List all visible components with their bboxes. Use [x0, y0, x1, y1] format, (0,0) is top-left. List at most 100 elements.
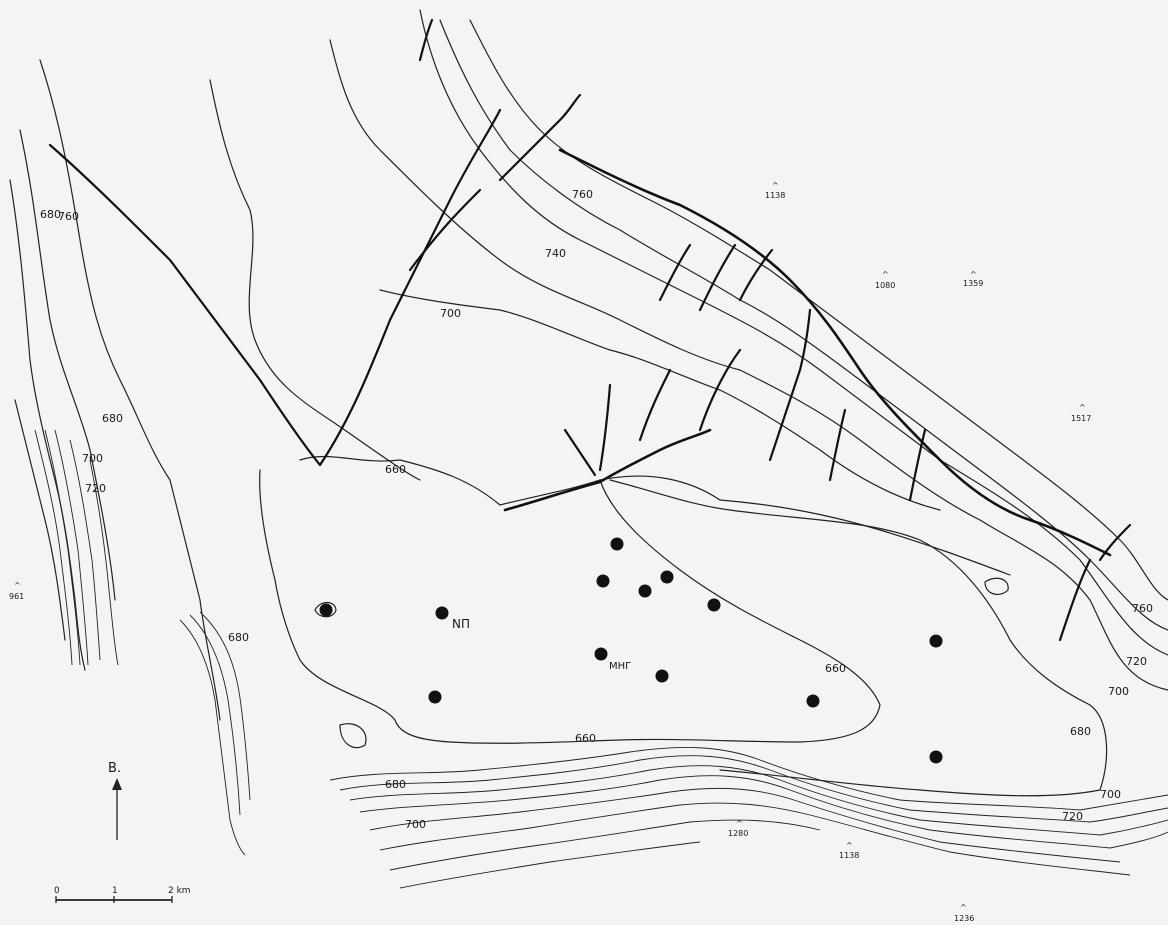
- contour-label: 720: [1062, 810, 1083, 823]
- south-ridge-2: [339, 755, 1168, 823]
- north-label: B.: [108, 761, 121, 776]
- contour-label: 660: [385, 463, 406, 476]
- contour-label: 700: [405, 818, 426, 831]
- site-dot[interactable]: [806, 694, 820, 708]
- contour-west-720: [9, 179, 86, 671]
- triangle-icon: ^: [970, 270, 977, 279]
- stream-north-b: [498, 93, 582, 182]
- west-ridge-6: [54, 429, 89, 666]
- scale-tick-1: 1: [112, 886, 118, 896]
- site-dot[interactable]: [319, 603, 333, 617]
- svg-text:1138: 1138: [765, 191, 785, 200]
- stream-east-1: [598, 383, 612, 472]
- spot-height-1517: ^ 1517: [1071, 403, 1091, 423]
- contour-label: 700: [82, 452, 103, 465]
- triangle-icon: ^: [772, 181, 779, 190]
- contour-label: 760: [58, 210, 79, 223]
- site-dot[interactable]: [655, 669, 669, 683]
- west-ridge-2: [189, 614, 241, 816]
- site-label-np: ΝΠ: [452, 617, 470, 631]
- north-scarp-edge: [558, 148, 1112, 557]
- contour-islet: [984, 577, 1009, 596]
- stream-north-a: [408, 188, 482, 272]
- contour-label: 660: [825, 662, 846, 675]
- west-ridge-1: [179, 619, 246, 856]
- south-ridge-4: [359, 775, 1168, 849]
- site-dot-mng[interactable]: [594, 647, 608, 661]
- contour-700-inner: [379, 289, 941, 511]
- south-ridge-5: [369, 787, 1121, 863]
- svg-text:1280: 1280: [728, 829, 748, 838]
- stream-east-8: [698, 243, 737, 312]
- triangle-icon: ^: [14, 581, 21, 590]
- west-ridge-8: [89, 459, 119, 666]
- west-ridge-7: [69, 439, 101, 661]
- dense-contours: [34, 429, 1168, 889]
- stream-east-4: [768, 308, 812, 462]
- west-ridge-5: [44, 429, 81, 666]
- contour-label: 760: [1132, 602, 1153, 615]
- contour-west-740: [14, 399, 66, 641]
- contour-label: 760: [572, 188, 593, 201]
- spot-height-1138-top: ^ 1138: [765, 181, 785, 200]
- stream-west: [318, 108, 502, 467]
- south-ridge-3: [349, 765, 1168, 836]
- site-dot[interactable]: [428, 690, 442, 704]
- svg-text:1080: 1080: [875, 281, 895, 290]
- contour-lake: [339, 723, 367, 749]
- contour-720: [419, 9, 1168, 656]
- south-ridge-1: [329, 747, 1168, 811]
- stream-east-5: [828, 408, 847, 482]
- main-scarp: [503, 428, 712, 512]
- contour-label: 680: [228, 631, 249, 644]
- triangle-icon: ^: [882, 270, 889, 279]
- triangle-icon: ^: [736, 819, 743, 828]
- contour-west-680: [39, 59, 221, 721]
- site-dot[interactable]: [610, 537, 624, 551]
- scale-bar: 0 1 2 km: [54, 886, 191, 903]
- spot-heights: ^ 1138 ^ 1080 ^ 1359 ^ 1517 ^ 961 ^ 1280…: [9, 181, 1091, 923]
- site-dot[interactable]: [660, 570, 674, 584]
- contour-760: [469, 19, 1168, 601]
- contour-label: 740: [545, 247, 566, 260]
- svg-text:1517: 1517: [1071, 414, 1091, 423]
- site-dot[interactable]: [707, 598, 721, 612]
- contour-site-ring: [314, 601, 337, 618]
- site-dot[interactable]: [596, 574, 610, 588]
- contour-700: [329, 39, 1168, 691]
- triangle-icon: ^: [846, 841, 853, 850]
- site-dot[interactable]: [638, 584, 652, 598]
- spot-height-1138-bottom: ^ 1138: [839, 841, 859, 860]
- contour-label: 660: [575, 732, 596, 745]
- spot-height-1280: ^ 1280: [728, 819, 748, 838]
- contour-label: 680: [102, 412, 123, 425]
- contour-660-north: [299, 455, 1011, 576]
- stream-south-west: [563, 428, 597, 477]
- south-ridge-8: [399, 841, 701, 889]
- contour-labels: 660 660 660 680 680 680 680 680 700 700 …: [40, 188, 1153, 831]
- contour-label: 700: [1100, 788, 1121, 801]
- site-dot[interactable]: [929, 750, 943, 764]
- contour-label: 680: [385, 778, 406, 791]
- stream-east-11: [1098, 523, 1132, 562]
- stream-east-3: [698, 348, 742, 432]
- site-markers: ΝΠ ΜΗΓ: [319, 537, 943, 764]
- stream-east-10: [1058, 558, 1092, 642]
- svg-text:1359: 1359: [963, 279, 983, 288]
- stream-east-7: [658, 243, 692, 302]
- contour-label: 680: [1070, 725, 1091, 738]
- stream-east-9: [738, 248, 774, 302]
- west-ridge-4: [34, 429, 73, 666]
- site-label-mng: ΜΗΓ: [609, 661, 631, 672]
- arrow-up-icon: [112, 778, 122, 790]
- site-dot[interactable]: [929, 634, 943, 648]
- svg-text:1138: 1138: [839, 851, 859, 860]
- site-dot-np[interactable]: [435, 606, 449, 620]
- contour-label: 720: [1126, 655, 1147, 668]
- north-arrow: B.: [108, 761, 122, 840]
- contour-lines: [9, 9, 1168, 797]
- triangle-icon: ^: [960, 903, 967, 912]
- south-ridge-7: [389, 819, 821, 871]
